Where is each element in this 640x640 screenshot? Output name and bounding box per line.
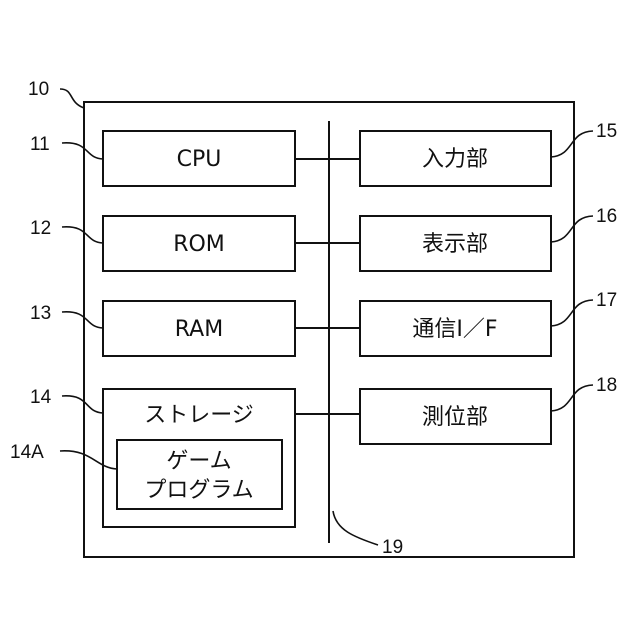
positioning-label: 測位部 [422,405,488,430]
ref-game-program: 14A [10,442,44,463]
ref-storage: 14 [30,387,52,408]
ref-rom: 12 [30,218,51,239]
cpu-label: CPU [177,147,222,172]
ram-label: RAM [175,317,223,342]
lead-device [60,89,84,108]
input-label: 入力部 [422,147,488,172]
ref-comm: 17 [596,290,617,311]
ref-positioning: 18 [596,375,617,396]
ref-bus: 19 [382,537,403,558]
game-program-label-line2: プログラム [144,478,253,503]
comm-label: 通信I／F [412,317,497,342]
display-label: 表示部 [422,232,488,257]
ref-cpu: 11 [30,134,50,155]
game-program-label-line1: ゲーム [166,449,231,474]
ref-input: 15 [596,121,617,142]
ref-display: 16 [596,206,617,227]
rom-label: ROM [173,232,225,257]
ref-ram: 13 [30,303,51,324]
storage-label: ストレージ [144,403,254,428]
ref-device: 10 [28,79,49,100]
